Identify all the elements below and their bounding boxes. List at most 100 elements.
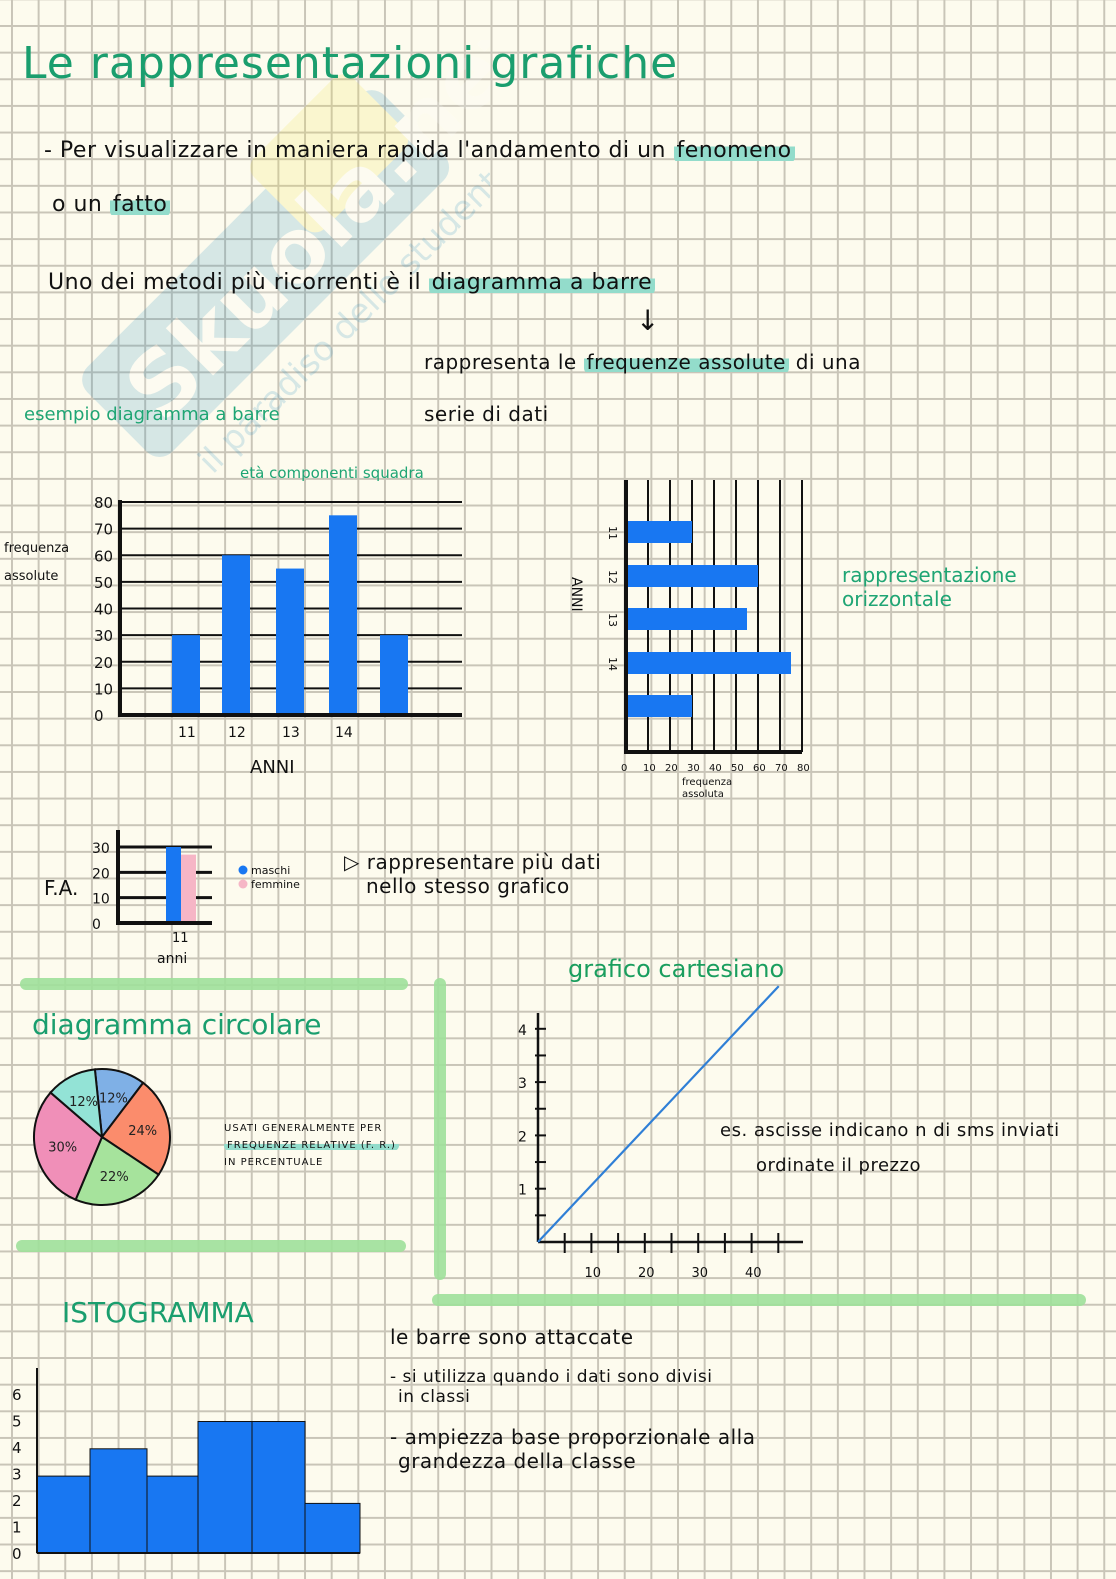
y-tick-label: 6 bbox=[12, 1386, 22, 1404]
intro-line-4: rappresenta le frequenze assolute di una bbox=[424, 350, 861, 374]
x-axis-label: ANNI bbox=[250, 757, 295, 778]
x-tick-label: 10 bbox=[585, 1266, 602, 1281]
histogram-bar bbox=[36, 1475, 91, 1554]
cartesian-note-line: ordinate il prezzo bbox=[756, 1155, 921, 1176]
x-tick-label: 10 bbox=[643, 763, 656, 774]
x-axis-label: frequenza bbox=[682, 777, 732, 788]
y-tick-label: 13 bbox=[606, 613, 619, 627]
highlight-fenomeno: fenomeno bbox=[673, 138, 795, 163]
pie-note-line: USATI GENERALMENTE PER bbox=[224, 1123, 383, 1134]
legend-swatch-femmine bbox=[238, 879, 248, 889]
intro-text: di una bbox=[795, 350, 861, 374]
y-tick-label: 50 bbox=[94, 574, 113, 592]
horizontal-note-line: orizzontale bbox=[842, 587, 952, 611]
grouped-note-text: rappresentare più dati bbox=[366, 850, 602, 874]
x-tick-label: 11 bbox=[178, 725, 196, 741]
divider-vertical bbox=[434, 978, 446, 1280]
y-tick-label: 40 bbox=[94, 601, 113, 619]
chart-title: ISTOGRAMMA bbox=[62, 1296, 254, 1329]
watermark-tagline: il paradiso dello studente bbox=[191, 148, 490, 481]
y-axis-label: ANNI bbox=[568, 577, 584, 612]
x-axis-label: anni bbox=[157, 951, 187, 967]
play-arrow-icon: ▷ bbox=[344, 850, 360, 874]
intro-line-5: serie di dati bbox=[424, 402, 549, 426]
cartesian-note-line: es. ascisse indicano n di sms inviati bbox=[720, 1120, 1060, 1141]
intro-text: Uno dei metodi più ricorrenti è il bbox=[48, 270, 422, 295]
x-tick-label: 12 bbox=[228, 725, 246, 741]
pie-slice bbox=[49, 1068, 104, 1140]
histogram-note-line: in classi bbox=[398, 1387, 471, 1407]
y-tick-label: 0 bbox=[92, 917, 101, 933]
histogram-note-line: le barre sono attaccate bbox=[390, 1325, 634, 1349]
histogram-note-line: - ampiezza base proporzionale alla bbox=[390, 1425, 756, 1449]
y-tick-label: 80 bbox=[94, 494, 113, 512]
histogram-note-line: grandezza della classe bbox=[398, 1449, 637, 1473]
x-tick-label: 11 bbox=[172, 931, 189, 946]
y-tick-label: 4 bbox=[12, 1439, 22, 1457]
pie-slice bbox=[100, 1081, 171, 1177]
intro-line-2: o un fatto bbox=[52, 192, 171, 217]
histogram-notes: le barre sono attaccate - si utilizza qu… bbox=[390, 1325, 755, 1473]
x-tick-label: 14 bbox=[335, 725, 353, 741]
highlight-fatto: fatto bbox=[109, 192, 171, 217]
grouped-note-line: ▷ rappresentare più dati bbox=[344, 850, 601, 874]
pie-slice-label: 22% bbox=[100, 1170, 129, 1185]
divider-bottom-left bbox=[16, 1240, 406, 1252]
y-tick-label: 3 bbox=[518, 1076, 527, 1092]
x-tick-label: 20 bbox=[665, 763, 678, 774]
x-tick-label: 0 bbox=[621, 763, 627, 774]
y-tick-label: 0 bbox=[12, 1545, 22, 1563]
down-arrow-icon: ↓ bbox=[636, 304, 660, 337]
x-axis-label: assoluta bbox=[682, 789, 724, 800]
histogram-note-line: - si utilizza quando i dati sono divisi bbox=[390, 1367, 713, 1387]
bar bbox=[626, 652, 791, 674]
y-tick-label: 2 bbox=[12, 1492, 22, 1510]
bar bbox=[626, 521, 692, 543]
intro-line-1: - Per visualizzare in maniera rapida l'a… bbox=[44, 138, 795, 163]
intro-text: rappresenta le bbox=[424, 350, 577, 374]
x-tick-label: 40 bbox=[709, 763, 722, 774]
horizontal-note-line: rappresentazione bbox=[842, 563, 1017, 587]
x-tick-label: 80 bbox=[797, 763, 810, 774]
pie-slice bbox=[74, 1135, 161, 1206]
pie-note-line: IN PERCENTUALE bbox=[224, 1157, 324, 1168]
x-tick-label: 13 bbox=[282, 725, 300, 741]
y-tick-label: 20 bbox=[92, 866, 110, 882]
histogram-chart: ISTOGRAMMA 0 1 2 3 4 5 6 bbox=[12, 1296, 361, 1563]
pie-slice-label: 24% bbox=[128, 1124, 157, 1139]
histogram-bar bbox=[146, 1475, 199, 1554]
y-axis-label: F.A. bbox=[44, 876, 78, 900]
divider-right bbox=[432, 1294, 1086, 1306]
cartesian-note: es. ascisse indicano n di sms inviati or… bbox=[720, 1120, 1060, 1176]
bar bbox=[276, 568, 304, 715]
y-tick-label: 2 bbox=[518, 1129, 527, 1145]
histogram-bar bbox=[251, 1421, 306, 1554]
bar bbox=[329, 515, 357, 715]
x-tick-label: 40 bbox=[745, 1266, 762, 1281]
y-tick-label: 1 bbox=[12, 1519, 22, 1537]
histogram-bar bbox=[89, 1448, 148, 1554]
pie-slice-label: 30% bbox=[48, 1140, 77, 1155]
data-line bbox=[537, 985, 780, 1243]
watermark-brand: Skuola.net bbox=[105, 40, 490, 440]
x-tick-label: 20 bbox=[638, 1266, 655, 1281]
intro-text: o un bbox=[52, 192, 103, 217]
y-tick-label: 1 bbox=[518, 1183, 527, 1199]
bar bbox=[172, 635, 200, 715]
y-tick-label: 14 bbox=[606, 657, 619, 671]
chart-title: grafico cartesiano bbox=[568, 955, 784, 983]
grouped-note: ▷ rappresentare più dati nello stesso gr… bbox=[344, 850, 601, 898]
bar bbox=[380, 635, 408, 715]
chart-title: età componenti squadra bbox=[240, 464, 424, 482]
x-tick-label: 60 bbox=[753, 763, 766, 774]
y-tick-label: 3 bbox=[12, 1466, 22, 1484]
legend-label: femmine bbox=[251, 878, 300, 891]
chart-title: diagramma circolare bbox=[32, 1008, 321, 1041]
highlight-frequenze-assolute: frequenze assolute bbox=[583, 350, 789, 374]
x-tick-label: 30 bbox=[692, 1266, 709, 1281]
intro-text: - Per visualizzare in maniera rapida l'a… bbox=[44, 138, 666, 163]
histogram-bar bbox=[304, 1502, 361, 1554]
y-tick-label: 5 bbox=[12, 1413, 22, 1431]
y-tick-label: 30 bbox=[92, 841, 110, 857]
